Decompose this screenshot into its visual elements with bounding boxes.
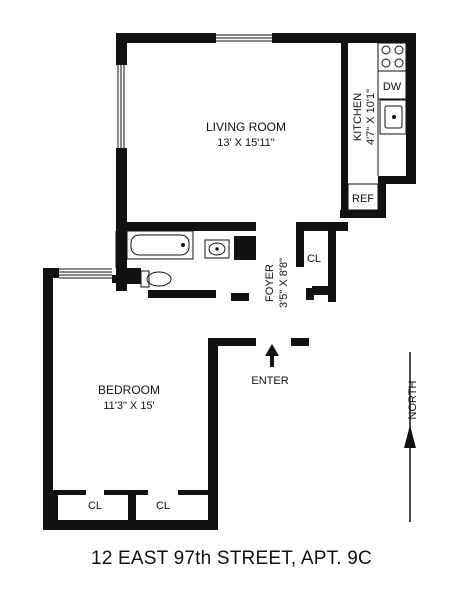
kitchen-sink-icon bbox=[379, 99, 407, 135]
north-arrow-icon bbox=[404, 352, 416, 522]
north-label: NORTH bbox=[407, 380, 419, 419]
bedroom-closet-right-label: CL bbox=[156, 500, 170, 512]
living-room-label: LIVING ROOM bbox=[206, 120, 286, 134]
stove-icon bbox=[377, 42, 407, 72]
refrigerator-icon bbox=[347, 183, 379, 211]
foyer-closet-label: CL bbox=[307, 253, 321, 265]
entrance-arrow-icon bbox=[265, 344, 279, 367]
kitchen-dims: 4'7" X 10'1" bbox=[365, 89, 377, 145]
foyer-dims: 3'5" X 8'8" bbox=[278, 258, 290, 308]
bedroom-closet-left-label: CL bbox=[88, 500, 102, 512]
toilet-icon bbox=[140, 270, 172, 288]
refrigerator-label: REF bbox=[352, 193, 374, 205]
kitchen-label: KITCHEN bbox=[352, 93, 364, 141]
apartment-address: 12 EAST 97th STREET, APT. 9C bbox=[91, 548, 372, 569]
windows bbox=[59, 34, 272, 279]
bedroom-label: BEDROOM bbox=[98, 383, 160, 397]
bathroom-sink-icon bbox=[204, 239, 230, 259]
foyer-label: FOYER bbox=[264, 264, 276, 302]
walls bbox=[43, 33, 416, 530]
living-room-dims: 13' X 15'11" bbox=[217, 137, 275, 149]
enter-label: ENTER bbox=[251, 375, 288, 387]
bedroom-dims: 11'3" X 15' bbox=[103, 400, 154, 412]
dishwasher-label: DW bbox=[383, 81, 402, 93]
bathtub-icon bbox=[126, 230, 194, 260]
